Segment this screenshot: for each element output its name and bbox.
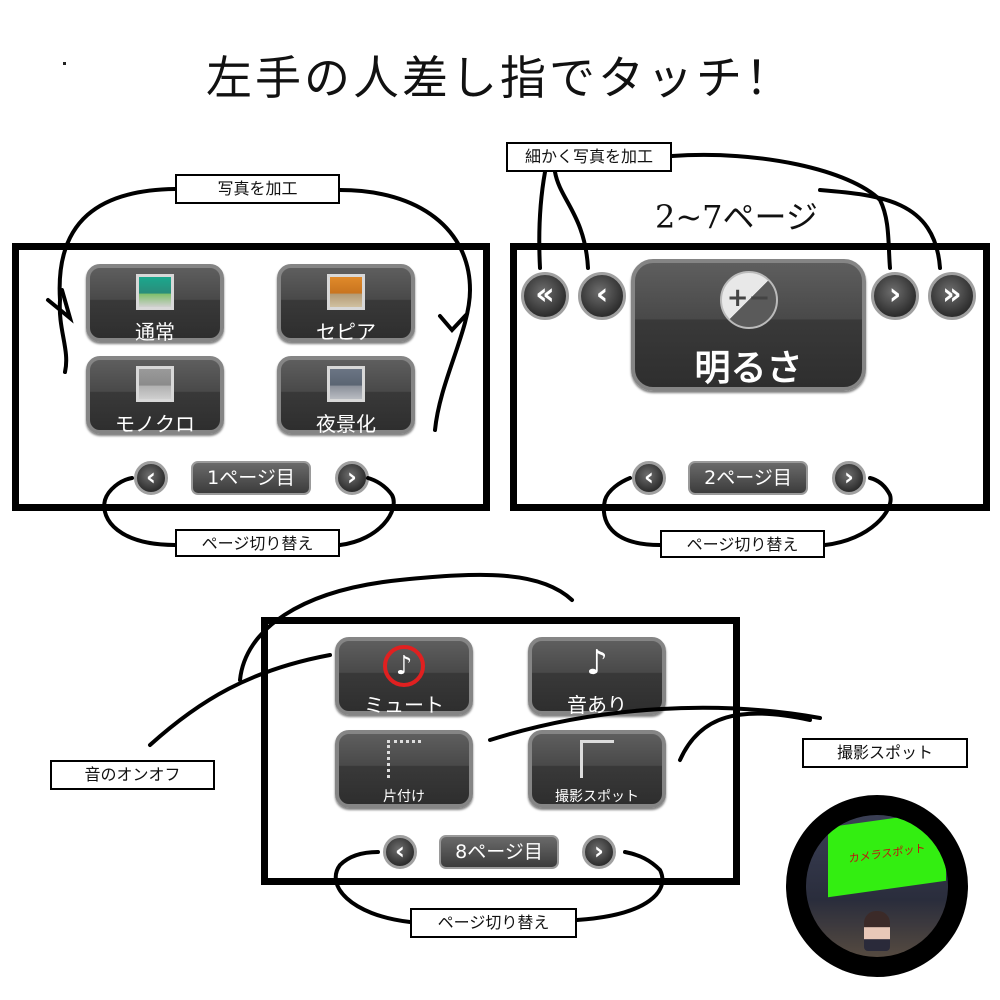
normal-filter-icon (136, 274, 174, 310)
callout-page-switch-3: ページ切り替え (410, 908, 577, 938)
dotted-flag-icon (387, 740, 421, 778)
panel2-page-indicator: 2ページ目 (688, 461, 808, 495)
callout-page-switch-2: ページ切り替え (660, 530, 825, 558)
night-filter-icon (327, 366, 365, 402)
inset-character (864, 911, 890, 951)
filter-normal-label: 通常 (135, 320, 175, 344)
callout-photo-spot: 撮影スポット (802, 738, 968, 768)
flag-icon (580, 740, 614, 778)
filter-sepia-button[interactable]: セピア (277, 264, 415, 344)
mute-button[interactable]: ♪ ミュート (335, 637, 473, 717)
filter-night-label: 夜景化 (316, 412, 376, 436)
panel3-page-indicator: 8ページ目 (439, 835, 559, 869)
panel3-prev-page-button[interactable]: ‹ (383, 835, 417, 869)
stray-dot (63, 62, 66, 65)
panel1-next-page-button[interactable]: › (335, 461, 369, 495)
green-sign: カメラスポット (828, 815, 946, 898)
prev-setting-button[interactable]: ‹ (578, 272, 626, 320)
photo-spot-button[interactable]: 撮影スポット (528, 730, 666, 808)
next-setting-button[interactable]: › (871, 272, 919, 320)
pages-heading: 2~7ページ (655, 198, 818, 236)
music-note-icon: ♪ (586, 643, 608, 683)
mute-icon: ♪ (383, 645, 425, 687)
callout-page-switch-1: ページ切り替え (175, 529, 340, 557)
callout-fine-edit: 細かく写真を加工 (506, 142, 672, 172)
filter-mono-label: モノクロ (115, 412, 195, 436)
sign-text: カメラスポット (848, 841, 926, 866)
callout-sound-toggle: 音のオンオフ (50, 760, 215, 790)
cleanup-button[interactable]: 片付け (335, 730, 473, 808)
photo-spot-inset: カメラスポット (786, 795, 968, 977)
callout-photo-edit: 写真を加工 (175, 174, 340, 204)
filter-normal-button[interactable]: 通常 (86, 264, 224, 344)
panel1-prev-page-button[interactable]: ‹ (134, 461, 168, 495)
brightness-label: 明るさ (694, 348, 803, 389)
panel2-next-page-button[interactable]: › (832, 461, 866, 495)
cleanup-label: 片付け (383, 789, 425, 805)
filter-sepia-label: セピア (316, 320, 376, 344)
brightness-button[interactable]: +− 明るさ (631, 259, 866, 391)
photo-spot-label: 撮影スポット (555, 789, 639, 805)
inset-scene: カメラスポット (806, 815, 948, 957)
panel2-prev-page-button[interactable]: ‹ (632, 461, 666, 495)
fast-next-button[interactable]: » (928, 272, 976, 320)
panel1-page-indicator: 1ページ目 (191, 461, 311, 495)
filter-mono-button[interactable]: モノクロ (86, 356, 224, 436)
sound-on-button[interactable]: ♪ 音あり (528, 637, 666, 717)
brightness-icon: +− (719, 271, 778, 329)
sound-on-label: 音あり (567, 693, 627, 717)
fast-prev-button[interactable]: « (521, 272, 569, 320)
page-title: 左手の人差し指でタッチ！ (206, 51, 794, 105)
mute-label: ミュート (364, 693, 444, 717)
panel3-next-page-button[interactable]: › (582, 835, 616, 869)
filter-night-button[interactable]: 夜景化 (277, 356, 415, 436)
sepia-filter-icon (327, 274, 365, 310)
mono-filter-icon (136, 366, 174, 402)
